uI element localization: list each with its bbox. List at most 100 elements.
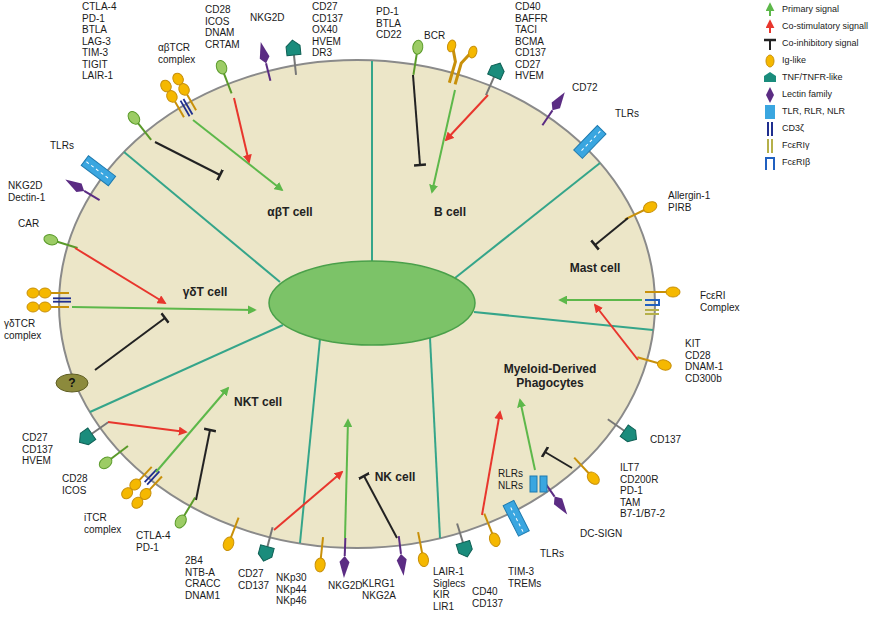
receptor-symbol	[214, 59, 236, 95]
receptor-symbol	[450, 521, 474, 559]
primary-signal-arrow	[345, 420, 348, 538]
sector-divider	[474, 312, 653, 330]
receptor-label: TLRs	[540, 548, 566, 560]
receptor-label: ILT7 CD200R PD-1 TAM B7-1/B7-2	[620, 462, 668, 520]
cell-type-name: B cell	[434, 205, 466, 219]
receptor-symbol	[413, 531, 429, 567]
receptor-label: TIM-3 TREMs	[508, 566, 544, 589]
cell-type-sector: Myeloid-Derived Phagocytes	[503, 362, 598, 391]
primary-signal-arrow	[432, 90, 455, 192]
receptor-label: NKG2D	[328, 580, 365, 592]
legend-text: TNF/TNFR-like	[782, 72, 843, 83]
legend-sample	[769, 21, 771, 33]
legend-sample	[764, 4, 776, 170]
cell-membrane	[59, 60, 655, 548]
receptor-symbol	[126, 109, 155, 143]
coinhibitory-line	[95, 318, 165, 370]
cell-type-sector: NK cell	[375, 470, 416, 484]
sector-divider	[90, 325, 283, 412]
cell-type-sector: NKT cell	[234, 395, 282, 409]
receptor-label: NKG2D Dectin-1	[8, 180, 48, 203]
receptor-symbol	[119, 462, 167, 511]
legend-text: TLR, RLR, NLR	[782, 106, 845, 117]
unknown-receptor-shape	[56, 374, 88, 392]
receptor-label: PD-1 BTLA CD22	[376, 6, 404, 41]
cell-type-sector: Mast cell	[570, 261, 621, 275]
receptor-label: γδTCR complex	[4, 318, 44, 341]
receptor-label: CD72	[572, 82, 600, 94]
legend-sample	[766, 87, 774, 103]
primary-signal-arrow	[560, 299, 642, 301]
legend-sample	[764, 72, 776, 82]
receptor-label: CD27 CD137	[238, 568, 272, 591]
receptor-symbol	[574, 126, 606, 159]
receptor-label: CD27 CD137 HVEM	[22, 432, 56, 467]
legend-text: Co-inhibitory signal	[782, 38, 859, 49]
receptor-symbol	[285, 39, 303, 75]
receptor-symbol	[571, 454, 602, 486]
receptor-symbol	[645, 287, 680, 315]
receptor-symbol	[530, 476, 537, 492]
legend-text: Co-stimulatory signall	[782, 21, 868, 32]
nucleus	[269, 261, 475, 345]
receptor-symbol	[27, 288, 71, 312]
receptor-symbol	[503, 500, 529, 536]
receptor-label: CD28 ICOS DNAM CRTAM	[205, 4, 242, 50]
receptor-symbol	[339, 538, 350, 578]
nucleus	[269, 261, 475, 345]
legend-sample	[771, 122, 773, 136]
legend-sample	[769, 40, 771, 50]
coinhibitory-line	[364, 476, 397, 538]
sector-divider	[455, 163, 600, 278]
cell-type-name: γδT cell	[183, 285, 228, 299]
receptor-label: CD28 ICOS	[62, 473, 90, 496]
receptor-symbol	[480, 60, 507, 98]
primary-signal-arrow	[520, 400, 535, 470]
coinhibitory-line	[413, 75, 420, 165]
sector-divider	[371, 61, 373, 261]
receptor-label: BCR	[424, 30, 448, 42]
legend-sample	[767, 122, 769, 136]
receptor-symbol	[221, 516, 243, 552]
receptor-symbol	[63, 175, 102, 204]
receptor-symbol	[43, 233, 79, 253]
receptor-symbol	[97, 442, 131, 471]
costimulatory-arrow	[108, 422, 186, 432]
receptor-label: Allergin-1 PIRB	[668, 190, 713, 213]
receptor-label: FcεRI Complex	[700, 290, 742, 313]
receptor-symbol	[159, 71, 202, 121]
receptor-label: NKG2D	[250, 12, 287, 24]
unknown-receptor: ?	[55, 373, 89, 393]
receptor-symbol	[538, 89, 569, 128]
costimulatory-arrow	[482, 412, 500, 515]
primary-signal-arrow	[72, 307, 255, 310]
receptor-symbol	[394, 535, 409, 576]
receptor-symbol	[408, 40, 423, 76]
primary-signal-arrow	[72, 90, 642, 538]
receptor-label: KIT CD28 DNAM-1 CD300b	[685, 338, 726, 384]
receptor-label: CTLA-4 PD-1 BTLA LAG-3 TIM-3 TIGIT LAIR-…	[82, 1, 119, 82]
coinhibitory-line	[545, 452, 572, 468]
legend-sample	[766, 55, 774, 67]
receptor-symbol	[604, 414, 641, 446]
cell-type-sector: B cell	[434, 205, 466, 219]
cell-membrane	[59, 60, 655, 548]
receptor-symbol	[480, 512, 502, 548]
costimulatory-arrow	[75, 248, 165, 303]
receptor-symbol	[540, 476, 547, 492]
sector-divider	[430, 338, 440, 538]
legend-text: CD3ζ	[782, 123, 804, 134]
cell-type-sector: γδT cell	[183, 285, 228, 299]
receptor-label: LAIR-1 Siglecs KIR LIR1	[433, 566, 468, 612]
legend-text: FcεRIγ	[782, 140, 810, 151]
receptor-label: αβTCR complex	[158, 42, 198, 65]
receptor-label: CD40 CD137	[472, 586, 506, 609]
receptor-symbol	[256, 41, 275, 82]
sector-divider	[300, 339, 320, 543]
receptor-symbol	[314, 537, 328, 573]
coinhibitory-line	[595, 218, 628, 245]
primary-signal-arrow	[193, 120, 282, 190]
coinhibitory-line	[155, 142, 220, 175]
